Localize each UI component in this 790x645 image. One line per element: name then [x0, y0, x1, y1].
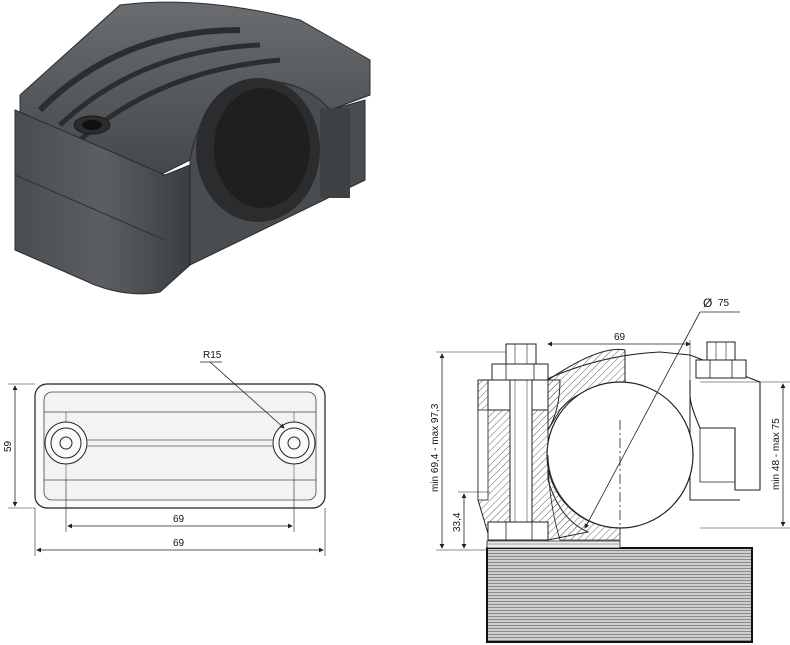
product-photo	[14, 1, 371, 295]
radius-label: R15	[203, 350, 222, 361]
bolt-shaft	[509, 379, 533, 541]
section-view-drawing: Ø 75 69 min 69,4 - max 97,3 33,4 min 48 …	[430, 296, 790, 643]
height-label: 59	[3, 440, 14, 452]
left-height-label: min 69,4 - max 97,3	[430, 403, 441, 492]
top-nut-left	[491, 363, 549, 381]
bottom-nut	[487, 521, 549, 541]
top-view-drawing: R15 59 69 69	[3, 350, 326, 556]
diameter-symbol: Ø	[703, 296, 712, 310]
mounting-rail	[486, 547, 753, 643]
outer-width-label: 69	[173, 538, 185, 549]
top-nut-right	[695, 359, 747, 379]
top-width-label: 69	[614, 332, 626, 343]
diameter-label: 75	[718, 298, 730, 309]
inner-width-label: 69	[173, 514, 185, 525]
right-height-label: min 48 - max 75	[771, 418, 782, 490]
base-height-label: 33,4	[452, 512, 463, 532]
